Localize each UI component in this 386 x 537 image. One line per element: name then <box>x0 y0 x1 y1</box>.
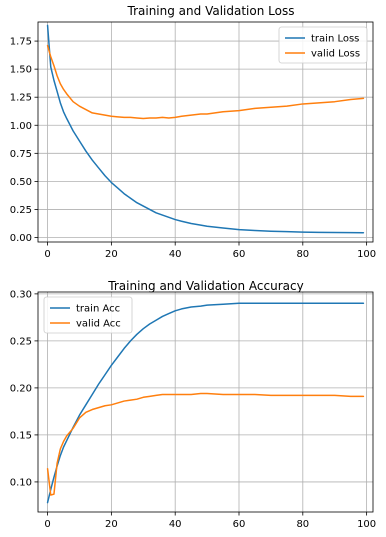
accuracy-chart-series-line-train-acc <box>46 302 365 504</box>
loss-chart-y-tick-label: 0.25 <box>10 205 32 216</box>
accuracy-chart-y-tick-label: 0.20 <box>10 383 32 394</box>
loss-chart-y-tick-label: 1.75 <box>10 37 32 48</box>
accuracy-chart-legend: train Acc valid Acc <box>43 296 133 334</box>
accuracy-chart-x-tick-label: 0 <box>44 519 50 530</box>
loss-chart-x-tick-label: 0 <box>44 249 50 260</box>
accuracy-chart-y-tick-label: 0.15 <box>10 430 32 441</box>
loss-chart-legend-label: train Loss <box>311 34 359 45</box>
loss-chart-y-tick-label: 1.00 <box>10 121 32 132</box>
loss-chart-y-tick-label: 0.50 <box>10 177 32 188</box>
loss-chart-series-line-train-loss <box>46 24 365 234</box>
loss-chart-title: Training and Validation Loss <box>127 4 295 18</box>
loss-chart-y-tick-label: 0.00 <box>10 233 32 244</box>
accuracy-chart-y-tick-label: 0.30 <box>10 289 32 300</box>
loss-chart-x-tick-label: 20 <box>105 249 118 260</box>
accuracy-chart-legend-box <box>43 296 133 334</box>
loss-chart-x-ticks: 0 20 40 60 80 100 <box>44 242 376 260</box>
loss-chart-y-tick-label: 1.25 <box>10 93 32 104</box>
accuracy-chart-x-tick-label: 100 <box>357 519 376 530</box>
loss-chart-x-tick-label: 40 <box>169 249 182 260</box>
accuracy-chart-legend-label: valid Acc <box>76 319 121 330</box>
accuracy-chart-y-ticks: 0.10 0.15 0.20 0.25 0.30 <box>10 289 38 488</box>
accuracy-chart-legend-label: train Acc <box>76 304 120 315</box>
accuracy-chart-y-tick-label: 0.25 <box>10 336 32 347</box>
loss-chart-frame <box>37 21 374 243</box>
loss-chart-x-tick-label: 80 <box>296 249 309 260</box>
loss-chart-series <box>46 24 365 234</box>
accuracy-chart-x-tick-label: 40 <box>169 519 182 530</box>
loss-chart-series-line-valid-loss <box>46 44 365 120</box>
loss-chart-legend: train Loss valid Loss <box>278 26 368 64</box>
loss-chart-legend-label: valid Loss <box>311 49 360 60</box>
accuracy-chart-series <box>46 302 365 504</box>
accuracy-chart-x-tick-label: 20 <box>105 519 118 530</box>
accuracy-chart-series-line-valid-acc <box>46 392 365 496</box>
loss-chart: Training and Validation Loss 0 20 40 60 80 10… <box>10 4 376 260</box>
loss-chart-x-tick-label: 100 <box>357 249 376 260</box>
accuracy-chart: Training and Validation Accuracy 0 20 40 60… <box>10 279 376 530</box>
accuracy-chart-title: Training and Validation Accuracy <box>107 279 303 293</box>
accuracy-chart-y-tick-label: 0.10 <box>10 477 32 488</box>
loss-chart-x-tick-label: 60 <box>233 249 246 260</box>
loss-chart-y-tick-label: 0.75 <box>10 149 32 160</box>
accuracy-chart-grid <box>38 292 373 512</box>
accuracy-chart-x-tick-label: 60 <box>233 519 246 530</box>
loss-chart-legend-box <box>278 26 368 64</box>
loss-chart-y-tick-label: 1.50 <box>10 65 32 76</box>
accuracy-chart-frame <box>37 291 374 513</box>
loss-chart-y-ticks: 0.00 0.25 0.50 0.75 1.00 1.25 1.50 1.75 <box>10 37 38 244</box>
accuracy-chart-x-ticks: 0 20 40 60 80 100 <box>44 512 376 530</box>
accuracy-chart-x-tick-label: 80 <box>296 519 309 530</box>
